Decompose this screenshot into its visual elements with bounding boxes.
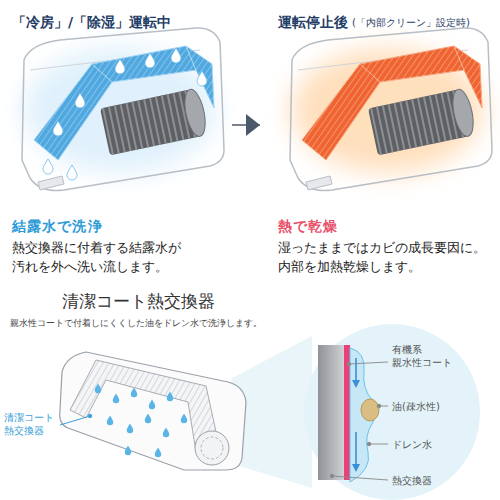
- leader-line: [347, 362, 351, 366]
- coated-unit: [181, 413, 188, 423]
- step-body: 湿ったままではカビの成長要因に。 内部を加熱乾燥します。: [278, 239, 492, 277]
- coated-unit: [60, 352, 246, 470]
- leader-line: [332, 476, 388, 480]
- water-drops: [75, 93, 85, 108]
- leader-line: [369, 444, 388, 445]
- flow-arrow: [355, 358, 357, 384]
- leader-line: [60, 416, 90, 425]
- mode-heading: 運転停止後: [278, 12, 348, 32]
- part-label: 清潔コート 熱交換器: [4, 412, 58, 437]
- coated-unit: [201, 437, 223, 459]
- flow-arrow: [232, 124, 260, 126]
- part-label: 熱交換器: [392, 474, 432, 487]
- oil-blob: [361, 399, 379, 421]
- water-drops: [53, 121, 63, 136]
- coated-unit: [113, 393, 120, 403]
- coated-unit: [95, 383, 102, 393]
- part-label: 有機系 親水性コート: [392, 344, 466, 369]
- water-drops: [67, 165, 77, 180]
- coated-unit: [155, 447, 162, 457]
- part-label: 油(疎水性): [392, 400, 440, 413]
- coated-unit: [60, 352, 246, 470]
- cooling-panel: 「冷房」/「除湿」運転中結露水で洗浄熱交換器に付着する結露水が 汚れを外へ洗い流…: [8, 6, 230, 283]
- leader-line: [60, 414, 92, 425]
- coated-unit: [163, 427, 170, 437]
- step-heading: 結露水で洗浄: [12, 216, 103, 236]
- note: 親水性コートで付着しにくくした油をドレン水で洗浄します。: [10, 318, 262, 330]
- coated-unit: [125, 445, 132, 455]
- water-drops: [171, 48, 181, 63]
- coated-unit: [107, 415, 114, 425]
- section-title: 清潔コート熱交換器: [62, 290, 215, 312]
- leader-line: [349, 362, 388, 364]
- leader-line: [377, 404, 381, 408]
- coated-unit: [195, 431, 229, 465]
- step-heading: 熱で乾燥: [278, 216, 338, 236]
- zoom-circle: [304, 324, 480, 500]
- coated-unit: [131, 387, 138, 397]
- exchanger-bar: [318, 345, 344, 480]
- coated-unit: [95, 383, 188, 457]
- mode-note: (「内部クリーン」設定時): [352, 16, 470, 31]
- drying-panel: 運転停止後 (「内部クリーン」設定時) 熱で乾燥湿ったままではカビの成長要因に。 内…: [262, 6, 494, 283]
- cooling-unit: [22, 28, 224, 191]
- leader-line: [367, 442, 371, 446]
- leader-line: [88, 414, 92, 418]
- mode-heading: 「冷房」/「除湿」運転中: [12, 12, 171, 32]
- flow-arrow: [355, 358, 357, 468]
- water-drops: [145, 53, 155, 68]
- hydrophilic-coat: [344, 345, 350, 480]
- leader-line: [330, 362, 388, 480]
- coated-unit: [145, 413, 152, 423]
- water-drops: [43, 48, 207, 180]
- water-drops: [115, 59, 125, 74]
- step-body: 熱交換器に付着する結露水が 汚れを外へ洗い流します。: [12, 239, 228, 277]
- part-label: ドレン水: [392, 438, 432, 451]
- flow-arrow: [355, 432, 357, 468]
- water-drops: [197, 71, 207, 86]
- water-drops: [43, 159, 53, 174]
- leader-line: [330, 474, 334, 478]
- drying-unit: [290, 28, 492, 191]
- coated-unit: [167, 391, 174, 401]
- coated-unit: [127, 423, 134, 433]
- coated-unit: [149, 399, 156, 409]
- coated-unit: [70, 360, 220, 452]
